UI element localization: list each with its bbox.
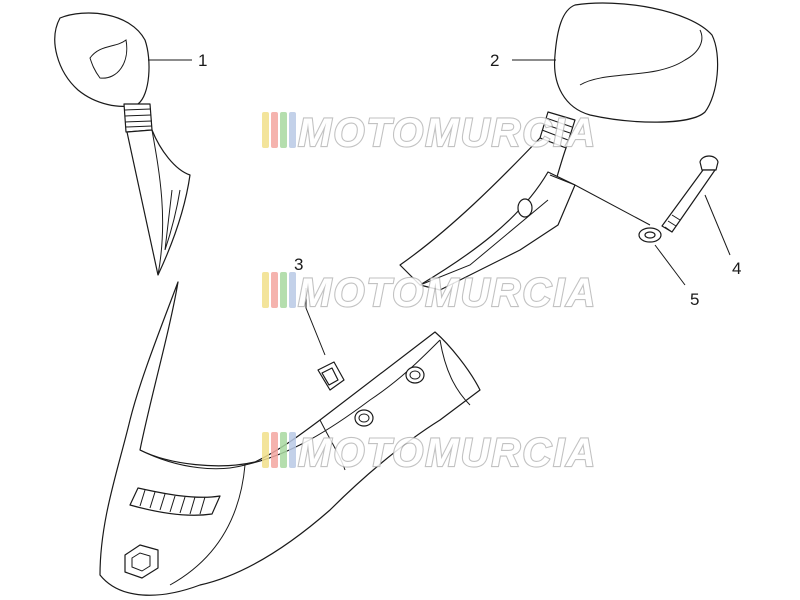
screw (661, 155, 719, 233)
left-mirror-glass-edge (89, 39, 128, 79)
mount-hole-a (354, 409, 374, 427)
leader-3 (305, 288, 326, 356)
callout-4: 4 (732, 259, 741, 278)
handlebar-cover-outline (99, 281, 481, 596)
svg-text:MOTOMURCIA: MOTOMURCIA (298, 271, 597, 315)
washer (638, 227, 662, 243)
callouts: 1 2 3 4 5 (198, 51, 741, 309)
handlebar-cover (99, 281, 481, 596)
svg-text:MOTOMURCIA: MOTOMURCIA (298, 431, 597, 475)
callout-2: 2 (490, 51, 499, 70)
watermark-top: MOTOMURCIA (262, 110, 597, 156)
left-mirror-head (54, 12, 150, 107)
callout-5: 5 (690, 290, 699, 309)
watermark-middle: MOTOMURCIA (262, 270, 597, 316)
clip-nut (317, 361, 345, 391)
watermark-bottom: MOTOMURCIA (262, 430, 597, 476)
left-mirror-stem (126, 129, 191, 276)
vent-grille (129, 487, 221, 516)
callout-1: 1 (198, 51, 207, 70)
left-mirror-collar (123, 103, 153, 133)
mount-hole-b (405, 366, 425, 384)
callout-3: 3 (294, 255, 303, 274)
assembly-line (549, 174, 651, 226)
left-mirror (54, 12, 191, 276)
right-mirror-head (553, 2, 719, 123)
leader-5 (654, 244, 686, 286)
right-mirror-mount (419, 171, 576, 291)
right-mirror (399, 2, 719, 291)
brand-badge (124, 544, 159, 579)
leader-4 (704, 194, 731, 256)
right-mirror-glass-edge (579, 29, 703, 86)
svg-text:MOTOMURCIA: MOTOMURCIA (298, 111, 597, 155)
leader-lines (148, 59, 731, 356)
